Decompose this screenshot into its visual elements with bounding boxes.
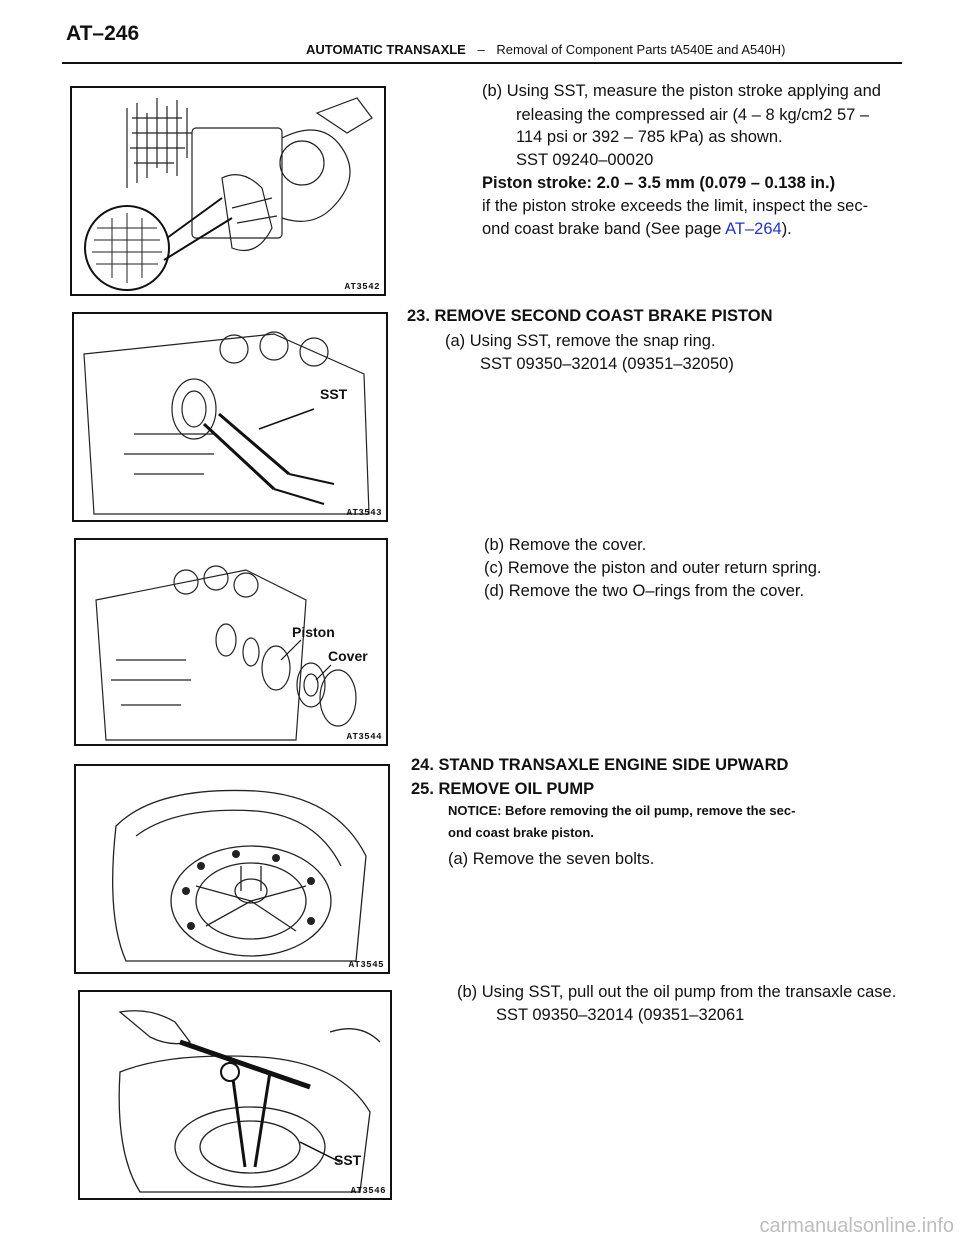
step23a-sst: SST 09350–32014 (09351–32050) bbox=[480, 355, 734, 373]
figure-illustration bbox=[118, 1010, 381, 1193]
notice-line2: ond coast brake piston. bbox=[448, 825, 594, 840]
step23a: (a) Using SST, remove the snap ring. bbox=[445, 332, 716, 350]
piston-label: Piston bbox=[292, 624, 335, 640]
figure-illustration bbox=[84, 97, 373, 291]
step22b-line7: ond coast brake band (See page AT–264). bbox=[482, 218, 792, 240]
figure-remove-snap-ring: SST AT3543 bbox=[72, 312, 388, 522]
subsection-title: Removal of Component Parts tA540E and A5… bbox=[496, 42, 786, 57]
header-separator: – bbox=[477, 42, 485, 57]
figure-illustration bbox=[95, 565, 357, 741]
step25-heading: 25. REMOVE OIL PUMP bbox=[411, 780, 595, 798]
step24-heading: 24. STAND TRANSAXLE ENGINE SIDE UPWARD bbox=[411, 756, 789, 774]
step22b-sst: SST 09240–00020 bbox=[516, 151, 654, 169]
step22b-line7-post: ). bbox=[781, 220, 792, 238]
step22b-line1: (b) Using SST, measure the piston stroke… bbox=[482, 82, 881, 100]
step22b-line3: 114 psi or 392 – 785 kPa) as shown. bbox=[516, 128, 783, 146]
page-number: AT–246 bbox=[66, 22, 140, 45]
step22b-line6: if the piston stroke exceeds the limit, … bbox=[482, 197, 869, 215]
sst-label: SST bbox=[334, 1152, 362, 1168]
figure-code: AT3546 bbox=[350, 1186, 386, 1196]
figure-code: AT3545 bbox=[348, 960, 384, 970]
figure-code: AT3543 bbox=[346, 508, 382, 518]
step23d: (d) Remove the two O–rings from the cove… bbox=[484, 582, 805, 600]
page-link-at264[interactable]: AT–264 bbox=[725, 220, 782, 238]
section-title: AUTOMATIC TRANSAXLE bbox=[306, 42, 466, 57]
figure-illustration bbox=[83, 331, 370, 515]
figure-pull-oil-pump: SST AT3546 bbox=[78, 990, 392, 1200]
step25a: (a) Remove the seven bolts. bbox=[448, 850, 655, 868]
running-header: AUTOMATIC TRANSAXLE – Removal of Compone… bbox=[306, 42, 785, 57]
figure-piston-cover: Piston Cover AT3544 bbox=[74, 538, 388, 746]
sst-label: SST bbox=[320, 386, 348, 402]
step22b-line2: releasing the compressed air (4 – 8 kg/c… bbox=[516, 106, 870, 124]
notice-line1: NOTICE: Before removing the oil pump, re… bbox=[448, 803, 796, 818]
cover-label: Cover bbox=[328, 648, 368, 664]
figure-oil-pump-bolts: AT3545 bbox=[74, 764, 390, 974]
figure-code: AT3542 bbox=[344, 282, 380, 292]
step25b: (b) Using SST, pull out the oil pump fro… bbox=[457, 983, 897, 1001]
figure-code: AT3544 bbox=[346, 732, 382, 742]
watermark: carmanualsonline.info bbox=[759, 1215, 954, 1237]
step23b: (b) Remove the cover. bbox=[484, 536, 647, 554]
header-rule bbox=[62, 62, 902, 64]
step23c: (c) Remove the piston and outer return s… bbox=[484, 559, 822, 577]
step23-heading: 23. REMOVE SECOND COAST BRAKE PISTON bbox=[407, 307, 773, 325]
figure-piston-stroke-measure: AT3542 bbox=[70, 86, 386, 296]
figure-illustration bbox=[112, 789, 367, 962]
step25b-sst: SST 09350–32014 (09351–32061 bbox=[496, 1006, 745, 1024]
piston-stroke-spec: Piston stroke: 2.0 – 3.5 mm (0.079 – 0.1… bbox=[482, 174, 836, 192]
step22b-line7-pre: ond coast brake band (See page bbox=[482, 220, 726, 238]
